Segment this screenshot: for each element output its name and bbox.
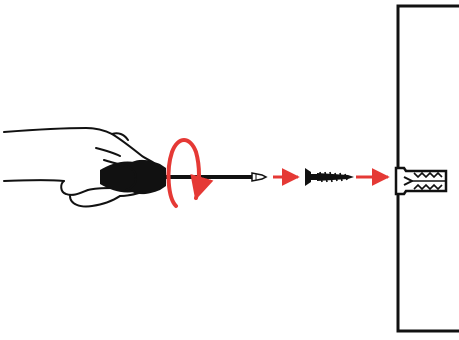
screw-icon — [305, 168, 354, 186]
wall-plug-icon — [394, 166, 448, 196]
hand-icon — [3, 127, 159, 208]
wall-panel-icon — [396, 4, 459, 333]
rotation-arrow-icon — [166, 138, 214, 208]
